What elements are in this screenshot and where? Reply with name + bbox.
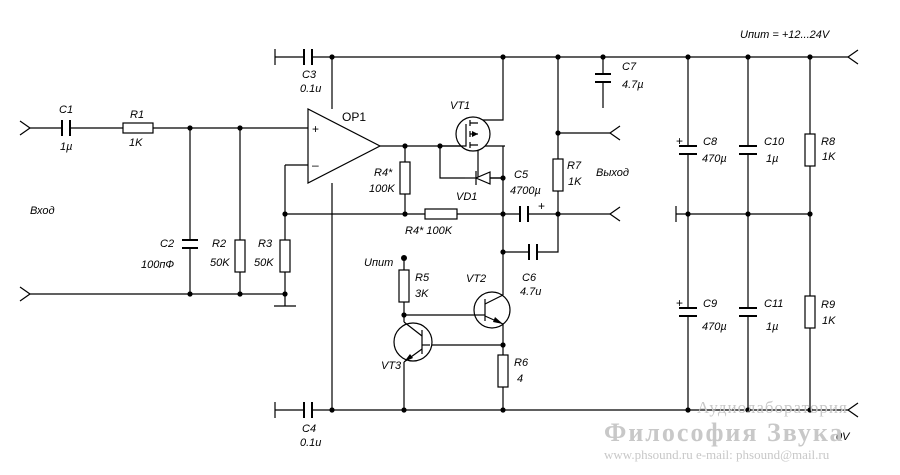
input-terminal-top xyxy=(19,120,32,136)
input-terminal-bottom xyxy=(19,286,32,302)
resistor-r5 xyxy=(398,269,410,303)
label-c8: C8 xyxy=(703,136,718,148)
resistor-r4-horizontal xyxy=(424,208,458,220)
resistor-r8 xyxy=(804,133,816,167)
output-terminal-bottom xyxy=(608,206,621,222)
label-c3: C3 xyxy=(302,69,317,81)
opamp-minus-label: – xyxy=(312,158,319,172)
component-labels: C1 1µ R1 1K C2 100пФ R2 50K R3 50K C3 0.… xyxy=(30,29,851,449)
label-r4a-value: 100K xyxy=(369,183,395,195)
label-c9-plus: + xyxy=(676,296,683,310)
label-c5-value: 4700µ xyxy=(510,185,541,197)
resistor-r6 xyxy=(497,354,509,388)
label-c5: C5 xyxy=(514,169,529,181)
label-r3: R3 xyxy=(258,238,273,250)
capacitor-c8 xyxy=(679,145,697,155)
label-r1: R1 xyxy=(130,109,144,121)
label-supply: Uпит = +12...24V xyxy=(740,29,831,41)
label-input: Вход xyxy=(30,205,55,217)
transistor-vt2 xyxy=(473,291,511,329)
terminals xyxy=(19,49,859,418)
label-c8-plus: + xyxy=(676,134,683,148)
watermark-line3: www.phsound.ru e-mail: phsound@mail.ru xyxy=(604,447,830,462)
label-c11-value: 1µ xyxy=(766,321,778,333)
label-r8-value: 1K xyxy=(822,151,836,163)
wires xyxy=(30,56,848,411)
ground-terminal xyxy=(846,402,859,418)
label-vd1: VD1 xyxy=(456,191,477,203)
capacitor-c10 xyxy=(739,145,757,155)
label-c8-value: 470µ xyxy=(702,153,727,165)
label-c6: C6 xyxy=(522,272,537,284)
label-output: Выход xyxy=(596,167,629,179)
label-c10-value: 1µ xyxy=(766,153,778,165)
label-vt2: VT2 xyxy=(466,273,486,285)
capacitor-c1 xyxy=(61,120,71,136)
label-c2: C2 xyxy=(160,238,174,250)
opamp-plus-label: + xyxy=(312,122,319,136)
output-terminal-top xyxy=(608,125,621,141)
label-c1-value: 1µ xyxy=(60,141,72,153)
opamp-op1: + – xyxy=(307,108,382,184)
label-zero-volt: 0V xyxy=(836,431,851,443)
label-c4-value: 0.1u xyxy=(300,437,321,449)
label-r2-value: 50K xyxy=(210,257,230,269)
label-r4a: R4* xyxy=(374,167,393,179)
label-c11: C11 xyxy=(764,298,783,310)
resistor-r1 xyxy=(122,122,154,134)
label-r2: R2 xyxy=(212,238,226,250)
label-r4b: R4* 100K xyxy=(405,225,453,237)
capacitor-c2 xyxy=(182,239,198,249)
label-c1: C1 xyxy=(59,104,73,116)
capacitor-c9 xyxy=(679,307,697,317)
label-r8: R8 xyxy=(821,136,836,148)
label-r6-value: 4 xyxy=(517,373,523,385)
label-vt1: VT1 xyxy=(450,100,470,112)
label-c6-value: 4.7u xyxy=(520,286,541,298)
resistor-r4-vertical xyxy=(399,161,411,195)
watermark-line1: Аудиолаборатория xyxy=(697,398,848,417)
label-r7: R7 xyxy=(567,160,582,172)
label-r6: R6 xyxy=(514,357,529,369)
watermark: Аудиолаборатория Философия Звука www.phs… xyxy=(604,398,848,462)
label-r9: R9 xyxy=(821,299,835,311)
supply-terminal xyxy=(846,49,859,65)
label-r9-value: 1K xyxy=(822,315,836,327)
label-c7: C7 xyxy=(622,61,637,73)
label-r3-value: 50K xyxy=(254,257,274,269)
label-c7-value: 4.7µ xyxy=(622,79,644,91)
label-c4: C4 xyxy=(302,423,316,435)
resistor-r3 xyxy=(279,239,291,273)
label-r7-value: 1K xyxy=(568,176,582,188)
capacitor-c5 xyxy=(519,206,529,222)
label-r5-value: 3K xyxy=(415,288,429,300)
label-r5: R5 xyxy=(415,272,430,284)
label-c9: C9 xyxy=(703,298,717,310)
resistor-r7 xyxy=(552,158,564,192)
label-op1: OP1 xyxy=(342,110,366,124)
label-c5-plus: + xyxy=(538,199,545,213)
diode-vd1 xyxy=(465,171,491,185)
label-upit-small: Uпит xyxy=(364,257,393,269)
capacitor-c4 xyxy=(303,402,313,418)
capacitor-c6 xyxy=(528,244,538,260)
label-c10: C10 xyxy=(764,136,785,148)
label-vt3: VT3 xyxy=(381,360,402,372)
capacitor-c3 xyxy=(303,49,313,65)
resistor-r9 xyxy=(804,295,816,329)
label-c3-value: 0.1u xyxy=(300,83,321,95)
capacitor-c7 xyxy=(595,73,611,83)
label-c9-value: 470µ xyxy=(702,321,727,333)
label-c2-value: 100пФ xyxy=(141,259,174,271)
junction-dots xyxy=(187,54,813,413)
transistor-vt3 xyxy=(393,321,433,363)
capacitor-c11 xyxy=(739,307,757,317)
watermark-line2: Философия Звука xyxy=(604,418,844,447)
label-r1-value: 1K xyxy=(129,137,143,149)
supply-node-r5 xyxy=(401,255,407,261)
mosfet-vt1 xyxy=(440,116,491,152)
resistor-r2 xyxy=(234,239,246,273)
